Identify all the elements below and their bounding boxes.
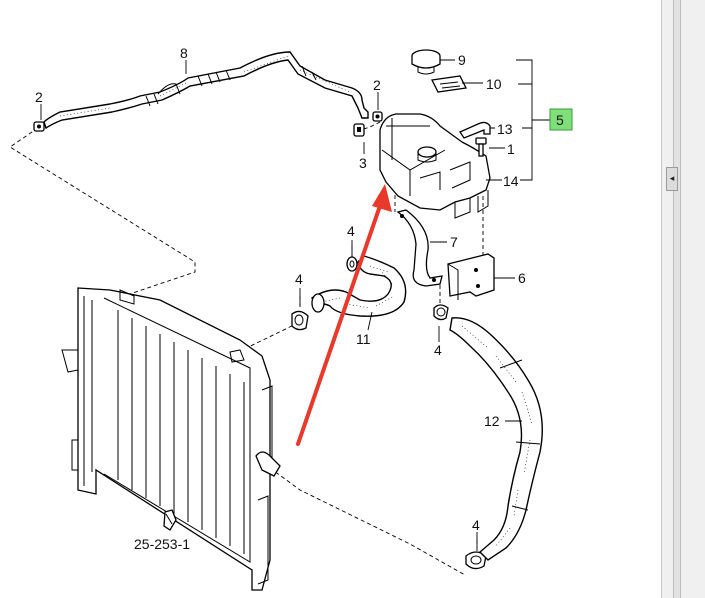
callout-2-left[interactable]: 2 [35,89,43,105]
lower-radiator-hose[interactable] [449,317,543,561]
reservoir-cap[interactable] [411,49,441,75]
leader-lines [40,59,550,548]
red-annotation-arrow [296,184,392,446]
callout-7[interactable]: 7 [450,234,458,250]
callout-5[interactable]: 5 [556,112,564,128]
hose-clip-mid[interactable] [372,111,383,122]
hose-clip-left[interactable] [33,121,45,132]
warning-label [431,75,467,93]
callout-4-left[interactable]: 4 [295,271,303,287]
callout-11[interactable]: 11 [356,331,371,347]
overflow-hose[interactable] [43,51,369,130]
hose-clamp-upper[interactable] [346,256,358,272]
collapse-arrow-icon[interactable]: ◂ [666,167,678,191]
callout-1[interactable]: 1 [507,141,515,157]
callout-3[interactable]: 3 [359,155,367,171]
small-hose-part-13[interactable] [459,121,491,139]
reference-label[interactable]: 25-253-1 [134,536,190,552]
mounting-bracket[interactable] [447,253,495,300]
hose-clamp-bottom[interactable] [465,551,487,570]
hose-clamp-right[interactable] [433,304,449,321]
callout-5-highlight [549,108,573,131]
callout-12[interactable]: 12 [484,413,500,429]
callout-4-right[interactable]: 4 [434,342,442,358]
tank-strap-bracket[interactable] [396,209,443,287]
callout-8[interactable]: 8 [180,45,188,61]
bolt-reference-icon [163,509,177,531]
callout-14[interactable]: 14 [503,173,519,189]
hose-clamp-left[interactable] [291,310,309,331]
upper-radiator-hose[interactable] [310,255,407,317]
bolt-part-3[interactable] [353,123,365,137]
callout-13[interactable]: 13 [497,121,513,137]
callout-4-upper[interactable]: 4 [347,223,355,239]
callout-6[interactable]: 6 [518,270,526,286]
radiator-assembly[interactable] [61,287,281,591]
bolt-part-1[interactable] [475,137,487,157]
parts-diagram: 8 2 2 3 9 10 13 5 1 14 4 7 4 6 11 4 12 4… [9,45,573,591]
coolant-reservoir-tank[interactable] [379,113,491,219]
callout-labels: 8 2 2 3 9 10 13 5 1 14 4 7 4 6 11 4 12 4… [35,45,573,552]
callout-9[interactable]: 9 [458,52,466,68]
callout-2-mid[interactable]: 2 [373,77,381,93]
panel-splitter[interactable] [673,0,681,598]
callout-4-bottom[interactable]: 4 [472,517,480,533]
right-side-panel [661,0,705,598]
callout-10[interactable]: 10 [486,76,502,92]
